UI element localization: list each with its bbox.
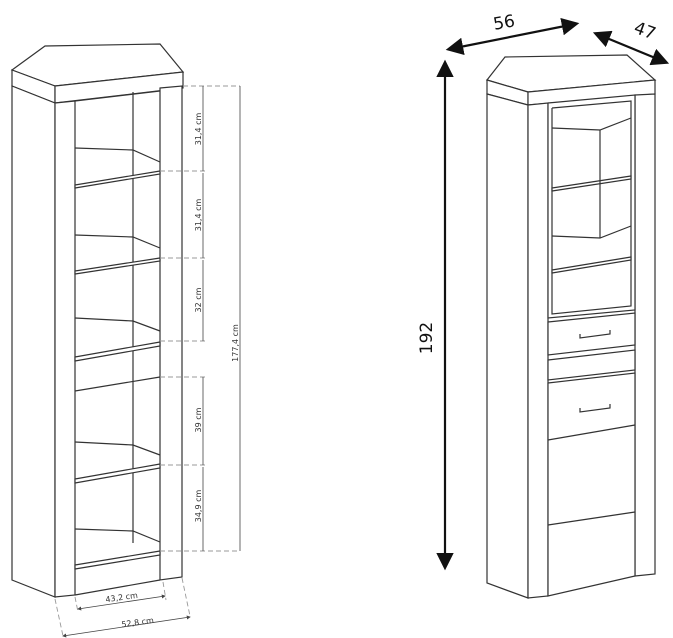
drawer-handle <box>579 330 611 339</box>
depth-label: 47 <box>631 18 658 44</box>
outer-width-label: 52,8 cm <box>121 616 155 629</box>
shelves <box>74 147 161 570</box>
height-label: 192 <box>417 322 437 354</box>
shelf-height-2: 31,4 cm <box>194 199 203 232</box>
front-post-right <box>159 85 183 581</box>
shelf-height-3: 32 cm <box>194 287 203 312</box>
left-dimensions: 31,4 cm 31,4 cm 32 cm 39 cm 34,9 cm 177,… <box>54 85 241 638</box>
drawer <box>547 312 636 356</box>
front-post-left <box>54 100 76 598</box>
side-panel <box>11 85 56 598</box>
closed-cabinet-drawing <box>485 54 657 599</box>
lower-door <box>547 372 636 597</box>
shelf-height-4: 39 cm <box>194 407 203 432</box>
open-cabinet-drawing <box>10 43 185 598</box>
shelf-height-5: 34,9 cm <box>194 490 203 523</box>
door-handle <box>579 404 611 413</box>
side-panel <box>486 93 529 599</box>
width-label: 56 <box>492 11 517 34</box>
total-inner-height: 177,4 cm <box>231 324 240 362</box>
shelf-height-1: 31,4 cm <box>194 113 203 146</box>
